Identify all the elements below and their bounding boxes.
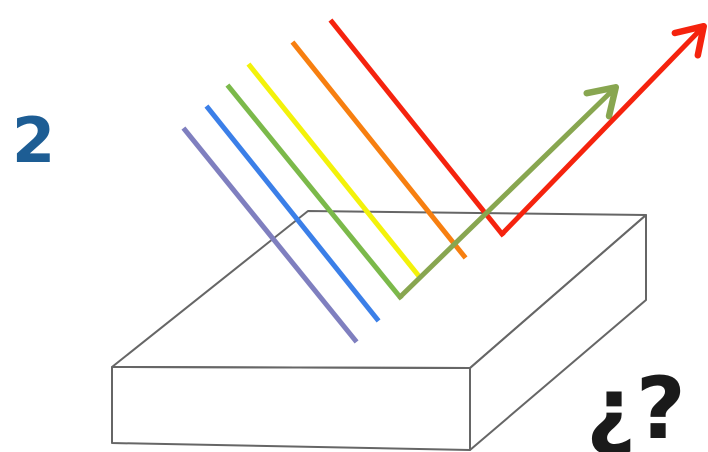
incident-rays: [185, 22, 502, 340]
blue-ray: [208, 108, 377, 319]
block-front-face: [112, 367, 470, 450]
red-ray-reflected: [502, 28, 702, 234]
block: [112, 211, 646, 450]
question-label: ¿?: [586, 359, 686, 452]
block-top-face: [112, 211, 646, 368]
green-ray-reflected: [400, 89, 614, 297]
green-ray-incident: [229, 87, 400, 297]
diagram-number-label: 2: [12, 104, 55, 177]
